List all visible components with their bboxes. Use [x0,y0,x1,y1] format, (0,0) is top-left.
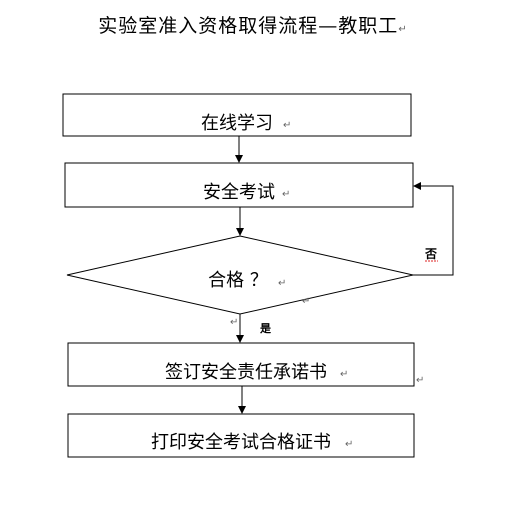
page-title: 实验室准入资格取得流程—教职工↵ [0,11,506,38]
paragraph-mark: ↵ [230,317,238,328]
paragraph-mark: ↵ [302,296,310,307]
page-title-text: 实验室准入资格取得流程—教职工 [98,15,399,37]
step-print-certificate-label: 打印安全考试合格证书 [151,432,331,453]
decision-pass: 合格 ？ ↵ [66,235,414,315]
step-safety-exam: 安全考试 ↵ [64,162,414,208]
edge-label-yes: 是 [259,322,272,335]
step-safety-exam-label: 安全考试 [203,182,275,203]
paragraph-mark: ↵ [340,369,348,380]
decision-pass-label: 合格 ？ [208,270,268,291]
paragraph-mark: ↵ [398,24,408,35]
step-sign-commitment: 签订安全责任承诺书 ↵ ↵ [67,342,424,387]
paragraph-mark: ↵ [416,375,424,386]
step-print-certificate: 打印安全考试合格证书 ↵ [67,413,415,458]
paragraph-mark: ↵ [282,189,290,200]
paragraph-mark: ↵ [345,439,353,450]
step-online-study-label: 在线学习 [201,113,273,134]
step-online-study: 在线学习 ↵ [62,93,412,137]
paragraph-mark: ↵ [283,120,291,131]
paragraph-mark: ↵ [278,278,286,289]
edge-label-no: 否 [424,247,437,261]
arrow-no-loop [413,182,454,276]
step-sign-commitment-label: 签订安全责任承诺书 [165,362,327,383]
